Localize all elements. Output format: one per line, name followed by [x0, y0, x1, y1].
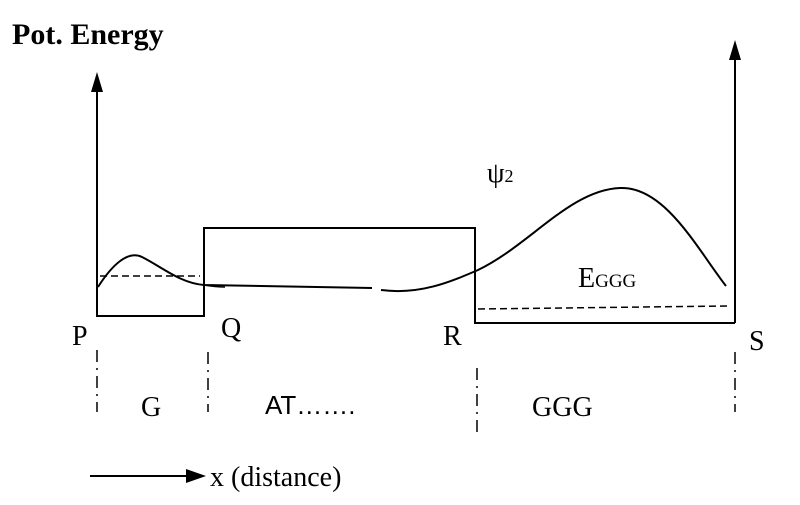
energy-level-ggg [477, 305, 729, 310]
energy-label: EGGG [578, 263, 637, 294]
point-label-r: R [443, 321, 462, 352]
potential-profile [97, 227, 735, 324]
wavefunction-label: ψ2 [487, 158, 514, 189]
point-label-p: P [72, 321, 88, 352]
x-axis-arrow [90, 469, 206, 483]
left-axis-arrow [91, 72, 103, 317]
wavefunction-curve [97, 186, 727, 293]
diagram-title: Pot. Energy [12, 18, 164, 51]
right-axis-arrow [729, 40, 741, 323]
region-label-at: AT……. [265, 390, 356, 420]
x-axis-label: x (distance) [210, 462, 341, 493]
wavefunction-dip [203, 284, 226, 288]
region-label-ggg: GGG [532, 392, 593, 423]
region-label-g: G [141, 392, 161, 423]
point-label-q: Q [221, 313, 241, 344]
point-label-s: S [749, 326, 765, 357]
